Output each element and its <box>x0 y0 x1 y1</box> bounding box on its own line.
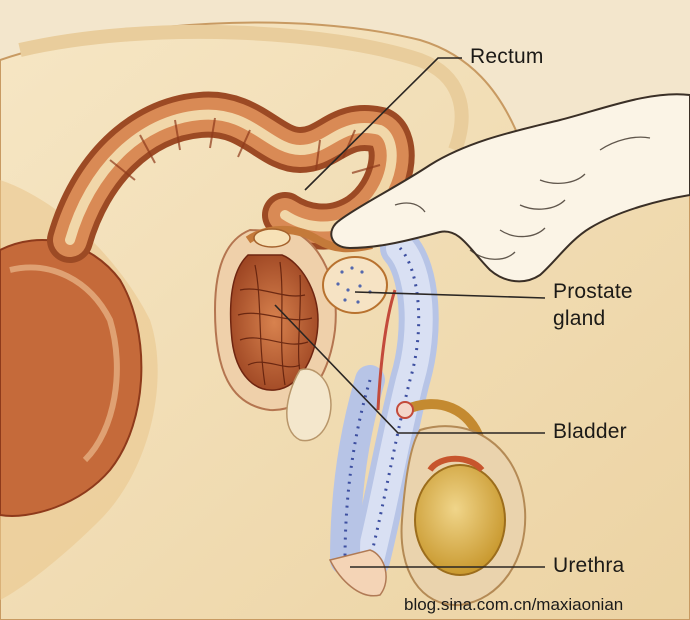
prostate-leader-line <box>354 291 546 299</box>
prostate-label-line2: gland <box>553 307 606 330</box>
testis-illustration <box>414 464 506 576</box>
urethra-label: Urethra <box>553 554 625 577</box>
rectum-leader-line <box>304 57 462 191</box>
finger-hand-illustration <box>330 93 690 283</box>
prostate-label-line1: Prostate <box>553 280 633 303</box>
bladder-leader-line <box>274 304 545 434</box>
bladder-label: Bladder <box>553 420 627 443</box>
prostate-gland <box>322 256 388 314</box>
watermark: blog.sina.com.cn/maxiaonian <box>404 595 624 614</box>
rectum-label: Rectum <box>470 45 544 68</box>
